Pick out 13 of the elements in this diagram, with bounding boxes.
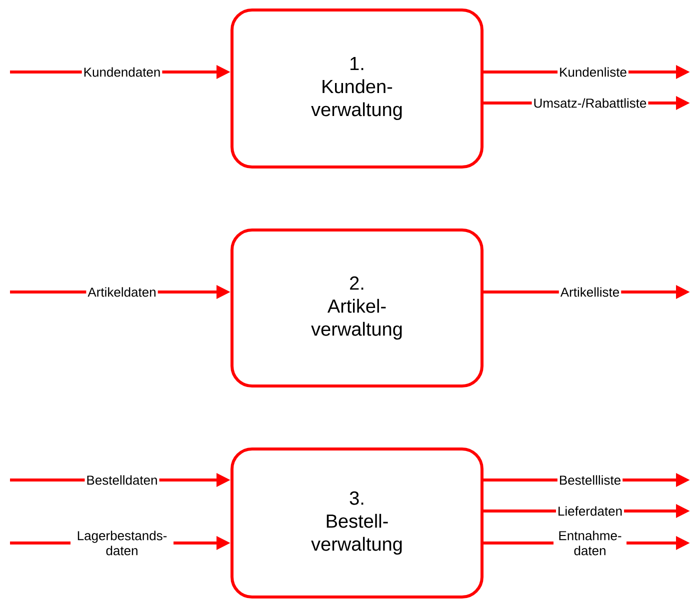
process-box: 3. Bestell-verwaltung xyxy=(230,448,484,598)
edge-label: Kundendaten xyxy=(82,66,162,78)
edge-label: Artikeldaten xyxy=(86,286,158,298)
edge-label: Bestellliste xyxy=(557,474,623,486)
process-box: 2. Artikel-verwaltung xyxy=(230,228,484,388)
edge-label: Lagerbestands-daten xyxy=(70,529,174,557)
edge-label: Umsatz-/Rabattliste xyxy=(532,96,648,110)
edge-label: Artikelliste xyxy=(558,286,622,298)
process-box: 1. Kunden-verwaltung xyxy=(230,8,484,168)
edge-label: Kundenliste xyxy=(558,66,628,78)
edge-label: Bestelldaten xyxy=(84,474,160,486)
edge-label: Lieferdaten xyxy=(556,504,624,518)
edge-label: Entnahme-daten xyxy=(554,529,626,557)
